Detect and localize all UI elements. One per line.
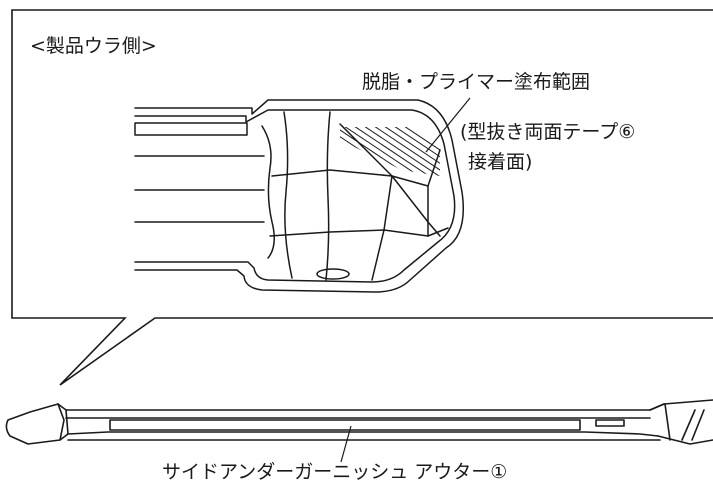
callout-balloon xyxy=(11,9,713,386)
enlarged-part-back-view xyxy=(134,99,465,293)
tape-label-line2: 接着面) xyxy=(468,151,533,173)
primer-area-label: 脱脂・プライマー塗布範囲 xyxy=(362,71,591,93)
view-label: <製品ウラ側> xyxy=(30,35,157,57)
tape-label-line1: (型抜き両面テープ⑥ xyxy=(460,121,636,143)
part-name-leader xyxy=(340,425,352,463)
primer-area-leader xyxy=(425,97,471,153)
side-under-garnish-outer-part xyxy=(5,399,713,445)
part-name-label: サイドアンダーガーニッシュ アウター① xyxy=(162,461,508,483)
